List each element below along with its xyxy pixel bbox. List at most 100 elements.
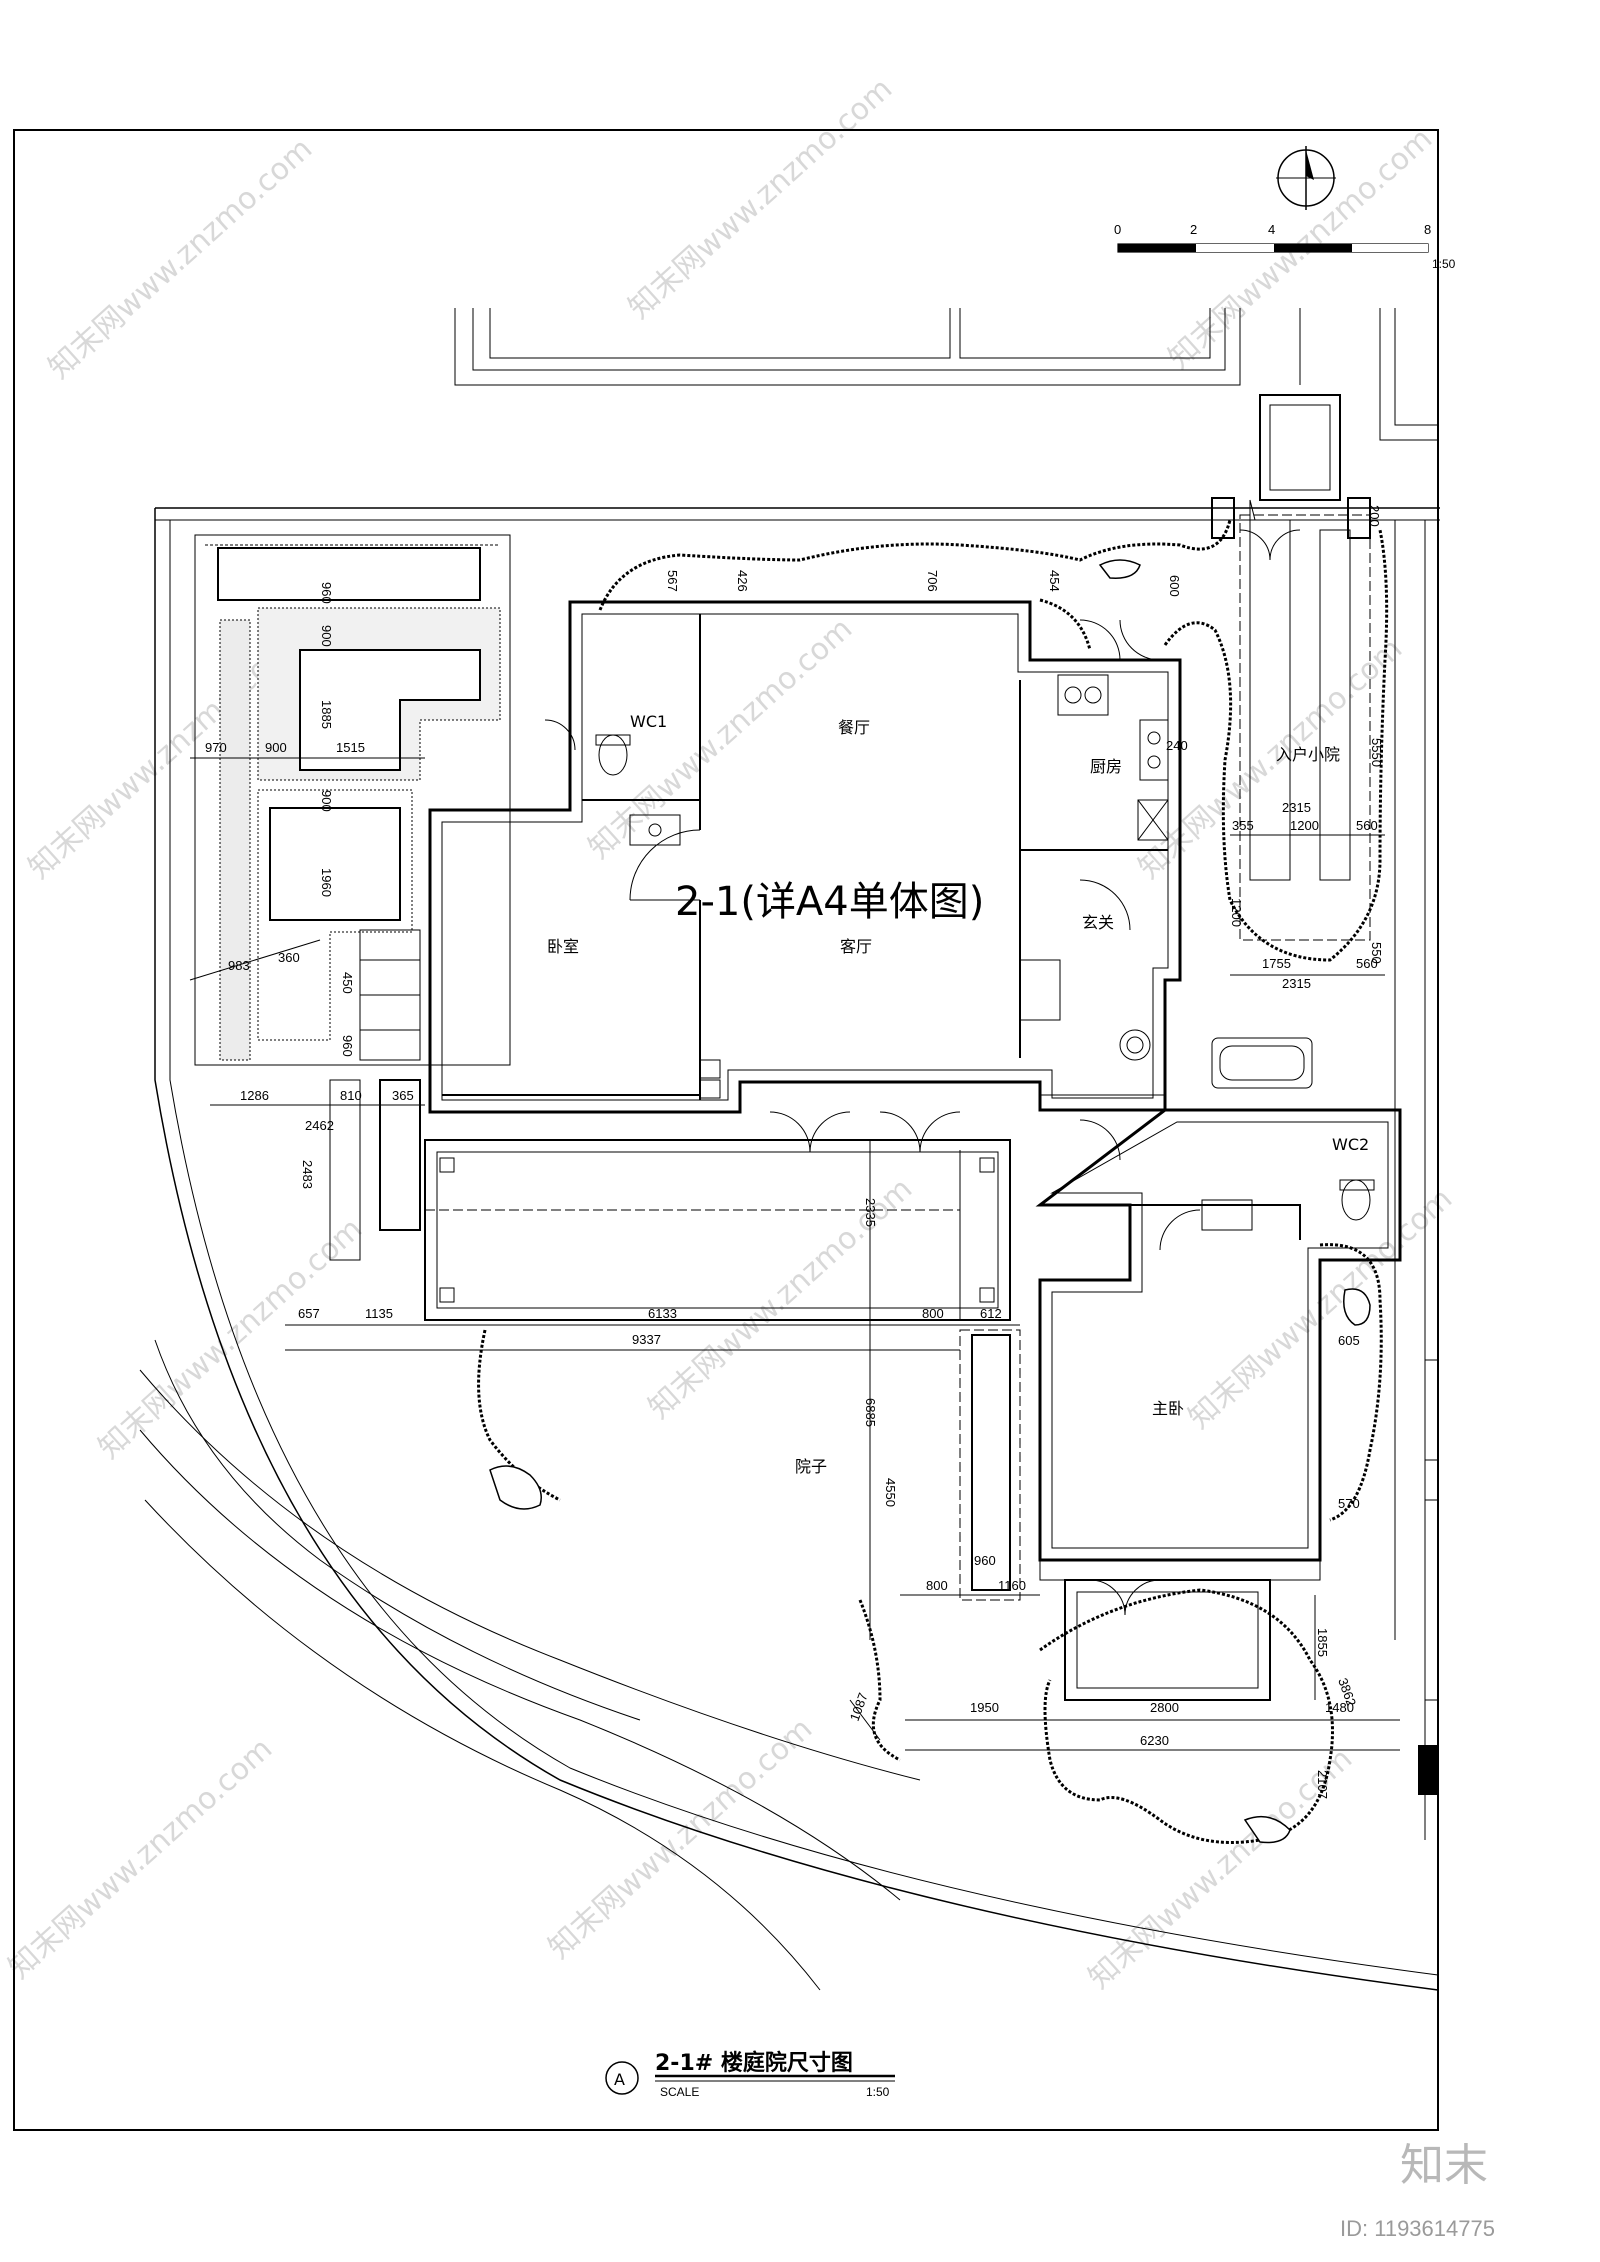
- plan-title: 2-1(详A4单体图): [675, 879, 984, 925]
- dim-6133: 6133: [648, 1306, 677, 1321]
- dim-9337: 9337: [632, 1332, 661, 1347]
- dim-1950: 1950: [970, 1700, 999, 1715]
- north-arrow: [1276, 146, 1336, 210]
- dim-800: 800: [926, 1578, 948, 1593]
- room-label-yard: 院子: [795, 1457, 827, 1476]
- dim-1480: 1480: [1325, 1700, 1354, 1715]
- dim-560: 560: [1356, 956, 1378, 971]
- door-swings: [544, 529, 1301, 1616]
- dim-2315: 2315: [1282, 800, 1311, 815]
- brand-logo: 知末: [1400, 2140, 1488, 2191]
- scale-tick-2: 2: [1190, 222, 1197, 237]
- watermark: 知末网www.znzmo.com: [1132, 631, 1409, 886]
- room-label-foyer: 玄关: [1082, 913, 1114, 932]
- room-label-wc1: WC1: [630, 712, 667, 731]
- scale-ratio: 1:50: [1432, 257, 1456, 271]
- room-label-entry-court: 入户小院: [1276, 745, 1340, 764]
- rocks: [489, 559, 1371, 1844]
- dim-612: 612: [980, 1306, 1002, 1321]
- dimension-lines: [189, 757, 1400, 1751]
- dim-355: 355: [1232, 818, 1254, 833]
- dim-2335: 2335: [863, 1198, 878, 1227]
- scale-tick-0: 0: [1114, 222, 1121, 237]
- dim-365: 365: [392, 1088, 414, 1103]
- dim-1855: 1855: [1315, 1628, 1330, 1657]
- dim-4550: 4550: [883, 1478, 898, 1507]
- dim-2107: 2107: [1315, 1770, 1330, 1799]
- dim-200: 200: [1367, 505, 1382, 527]
- room-label-living: 客厅: [840, 937, 872, 956]
- dim-900: 900: [319, 625, 334, 647]
- dim-2462: 2462: [305, 1118, 334, 1133]
- room-label-kitchen: 厨房: [1090, 757, 1122, 776]
- dim-1286: 1286: [240, 1088, 269, 1103]
- dim-570: 570: [1338, 1496, 1360, 1511]
- scale-tick-8: 8: [1424, 222, 1431, 237]
- room-label-wc2: WC2: [1332, 1135, 1369, 1154]
- room-labels: WC1 餐厅 厨房 入户小院 玄关 卧室 客厅 WC2 主卧 院子: [547, 712, 1369, 1476]
- dim-2800: 2800: [1150, 1700, 1179, 1715]
- dim-800: 800: [922, 1306, 944, 1321]
- dim-1160: 1160: [998, 1578, 1026, 1593]
- dim-450: 450: [340, 972, 355, 994]
- room-label-master: 主卧: [1152, 1399, 1184, 1418]
- dim-5550: 5550: [1369, 738, 1384, 767]
- dim-1755: 1755: [1262, 956, 1291, 971]
- dim-1515: 1515: [336, 740, 365, 755]
- house-walls: [428, 600, 1402, 1581]
- dim-240: 240: [1166, 738, 1188, 753]
- dim-900: 900: [265, 740, 287, 755]
- terraces: [424, 394, 1439, 1840]
- dim-1200: 1200: [1290, 818, 1319, 833]
- image-id: ID: 1193614775: [1340, 2216, 1495, 2241]
- drawing-title: 2-1# 楼庭院尺寸图: [655, 2050, 853, 2076]
- watermark: 知末网www.znzmo.com: [92, 1211, 369, 1466]
- room-label-dining: 餐厅: [838, 718, 870, 737]
- title-scale-ratio: 1:50: [866, 2085, 890, 2099]
- watermark: 知末网www.znzmo.com: [2, 1731, 279, 1986]
- dim-983: 983: [228, 958, 250, 973]
- dim-970: 970: [205, 740, 227, 755]
- fixtures: [595, 674, 1375, 1231]
- dim-6885: 6885: [863, 1398, 878, 1427]
- dim-1960: 1960: [319, 868, 334, 897]
- dim-600: 600: [1167, 575, 1182, 597]
- dim-360: 360: [278, 950, 300, 965]
- dim-605: 605: [1338, 1333, 1360, 1348]
- title-block: A 2-1# 楼庭院尺寸图 SCALE 1:50: [605, 2050, 895, 2099]
- watermark: 知末网www.znzmo.com: [42, 131, 319, 386]
- title-marker: A: [614, 2070, 625, 2089]
- dim-810: 810: [340, 1088, 362, 1103]
- dim-900: 900: [319, 790, 334, 812]
- planting-beds: [194, 534, 511, 1261]
- scale-tick-4: 4: [1268, 222, 1275, 237]
- title-scale-word: SCALE: [660, 2085, 699, 2099]
- room-label-bedroom: 卧室: [547, 937, 579, 956]
- dim-550: 550: [1369, 942, 1384, 964]
- dim-567: 567: [665, 570, 680, 592]
- dim-706: 706: [925, 570, 940, 592]
- watermark: 知末网www.znzmo.com: [542, 1711, 819, 1966]
- dim-2315: 2315: [1282, 976, 1311, 991]
- scale-bar: 0 2 4 8 1:50: [1114, 222, 1456, 271]
- dim-560: 560: [1356, 818, 1378, 833]
- footer: 知末 ID: 1193614775: [1340, 2140, 1495, 2241]
- sheet-border: [13, 129, 1439, 2131]
- dim-1200: 1200: [1229, 898, 1244, 927]
- dim-960: 960: [319, 582, 334, 604]
- dim-960: 960: [340, 1035, 355, 1057]
- site-boundary: [139, 507, 1440, 1991]
- dim-2483: 2483: [300, 1160, 315, 1189]
- dimension-texts: 960 900 1885 970 900 1515 900 1960 983 3…: [205, 505, 1384, 1799]
- dim-454: 454: [1047, 570, 1062, 592]
- watermark: 知末网www.znzmo.com: [582, 611, 859, 866]
- dim-1135: 1135: [365, 1306, 393, 1321]
- dim-960: 960: [974, 1553, 996, 1568]
- dim-6230: 6230: [1140, 1733, 1169, 1748]
- dim-657: 657: [298, 1306, 320, 1321]
- dim-426: 426: [735, 570, 750, 592]
- watermark: 知末网www.znzmo.com: [622, 71, 899, 326]
- dim-1087: 1087: [847, 1691, 871, 1723]
- neighbor-outline-top: [454, 308, 1438, 441]
